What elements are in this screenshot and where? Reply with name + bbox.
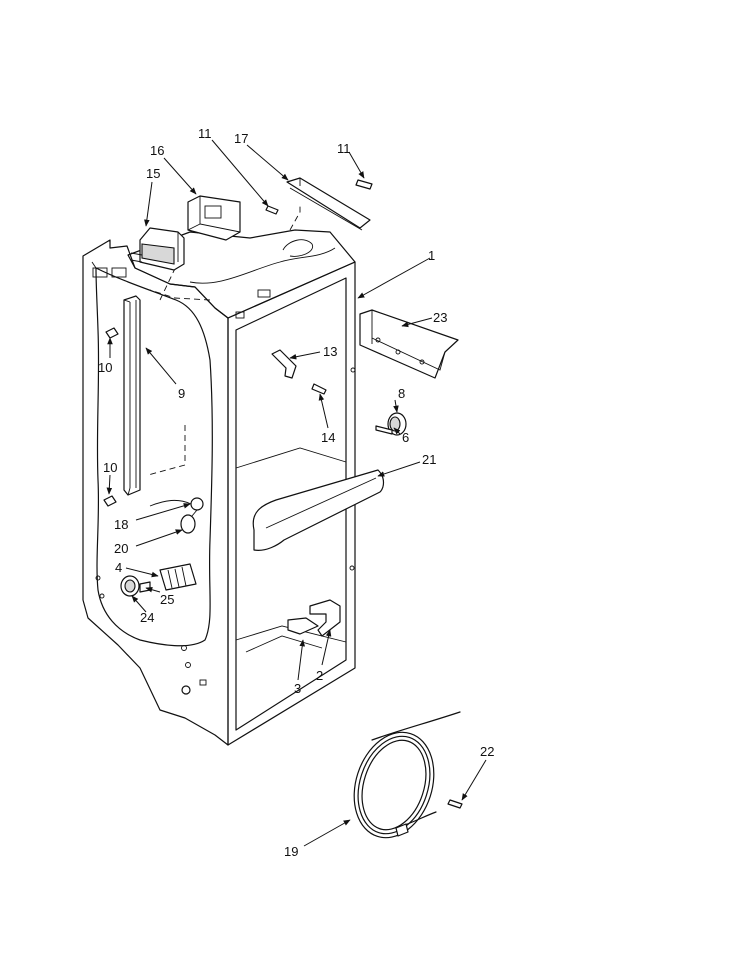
part-22-screw [447, 799, 463, 809]
callout-20: 20 [114, 541, 128, 556]
callout-2: 2 [316, 668, 323, 683]
part-14-screw [311, 383, 327, 395]
callout-25: 25 [160, 592, 174, 607]
cabinet-liner [82, 205, 356, 746]
part-24-knob [120, 575, 140, 597]
callout-24: 24 [140, 610, 154, 625]
callout-21: 21 [422, 452, 436, 467]
callout-18: 18 [114, 517, 128, 532]
part-4-vent-grille [159, 563, 197, 591]
part-10-screw-lower [103, 495, 117, 507]
callout-11-right: 11 [337, 141, 351, 156]
callout-10-upper: 10 [98, 360, 112, 375]
callout-16: 16 [150, 143, 164, 158]
callout-11-left: 11 [198, 126, 212, 141]
part-25-insert [139, 581, 151, 593]
part-3-bracket [287, 617, 319, 635]
callout-15: 15 [146, 166, 160, 181]
part-16-housing [187, 195, 241, 241]
part-19-tubing-coil [353, 711, 461, 839]
callout-4: 4 [115, 560, 122, 575]
callout-19: 19 [284, 844, 298, 859]
part-15-control-module [130, 227, 185, 271]
callout-13: 13 [323, 344, 337, 359]
part-10-screw-upper [105, 327, 119, 339]
part-13-bracket [271, 349, 297, 379]
part-21-cover [252, 469, 385, 551]
callout-6: 6 [402, 430, 409, 445]
callout-10-lower: 10 [103, 460, 117, 475]
leader-lines [106, 139, 487, 847]
callout-3: 3 [294, 681, 301, 696]
part-20-bulb [180, 509, 198, 534]
part-8-knob [387, 412, 407, 436]
part-18-socket [149, 497, 204, 511]
part-2-bracket [309, 599, 341, 637]
part-11-screws [265, 179, 373, 215]
callout-17: 17 [234, 131, 248, 146]
callout-14: 14 [321, 430, 335, 445]
callout-8: 8 [398, 386, 405, 401]
callout-23: 23 [433, 310, 447, 325]
part-6-screw [375, 425, 393, 435]
part-9-rail [123, 295, 141, 496]
part-23-bracket [359, 309, 459, 379]
callout-22: 22 [480, 744, 494, 759]
callout-9: 9 [178, 386, 185, 401]
callout-1: 1 [428, 248, 435, 263]
part-17-top-rail [286, 177, 371, 231]
